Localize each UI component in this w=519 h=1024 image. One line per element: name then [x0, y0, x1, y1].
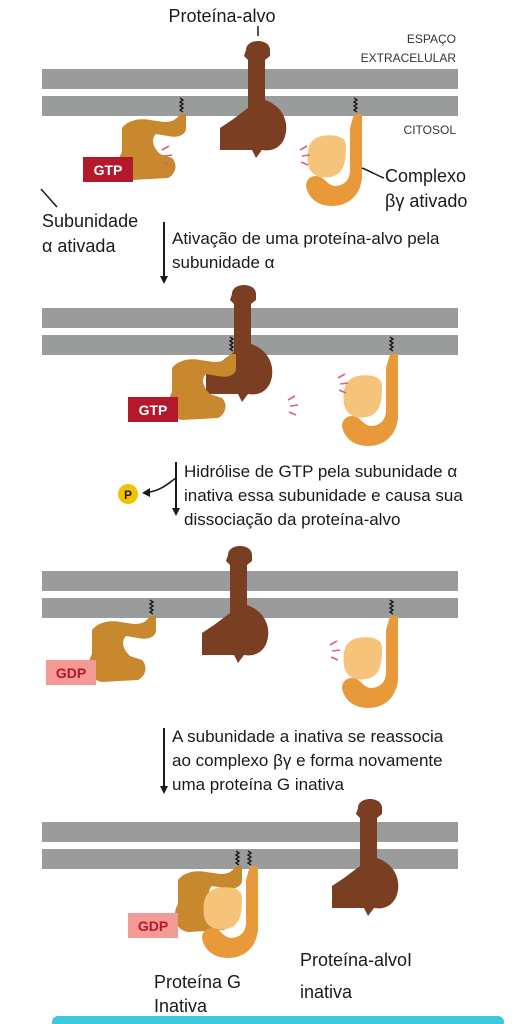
gdp-badge-2	[128, 913, 178, 938]
target-inactive-label-1: Proteína-alvoI	[300, 950, 412, 970]
extracellular-label-1: ESPAÇO	[407, 32, 456, 46]
alpha-active-label-2: α ativada	[42, 236, 116, 256]
phosphate-label: P	[124, 488, 132, 502]
step-2-line-3: dissociação da proteína-alvo	[184, 510, 400, 529]
gprotein-label-1: Proteína G	[154, 972, 241, 992]
phosphate-badge	[118, 484, 138, 504]
gtp-badge-2	[128, 397, 178, 422]
gtp-badge-1	[83, 157, 133, 182]
step-1-line-2: subunidade α	[172, 253, 275, 272]
step-1-line-1: Ativação de uma proteína-alvo pela	[172, 229, 440, 248]
alpha-subunit-3	[88, 616, 156, 682]
complex-label-1: Complexo	[385, 166, 466, 186]
extracellular-label-2: EXTRACELULAR	[361, 51, 457, 65]
gdp-label-1: GDP	[56, 665, 86, 681]
bottom-ribbon	[52, 1016, 504, 1024]
alpha-active-label-1: Subunidade	[42, 211, 138, 231]
cytosol-label: CITOSOL	[404, 123, 457, 137]
complex-label-2: βγ ativado	[385, 191, 467, 211]
target-protein-label: Proteína-alvo	[168, 6, 275, 26]
step-2-line-1: Hidrólise de GTP pela subunidade α	[184, 462, 457, 481]
gdp-label-2: GDP	[138, 918, 168, 934]
gtp-label-1: GTP	[94, 162, 123, 178]
step-3-line-3: uma proteína G inativa	[172, 775, 345, 794]
step-3-line-1: A subunidade a inativa se reassocia	[172, 727, 444, 746]
step-3-line-2: ao complexo βγ e forma novamente	[172, 751, 443, 770]
gtp-label-2: GTP	[139, 402, 168, 418]
gprotein-label-2: Inativa	[154, 996, 208, 1016]
gdp-badge-1	[46, 660, 96, 685]
target-inactive-label-2: inativa	[300, 982, 353, 1002]
step-2-line-2: inativa essa subunidade e causa sua	[184, 486, 463, 505]
